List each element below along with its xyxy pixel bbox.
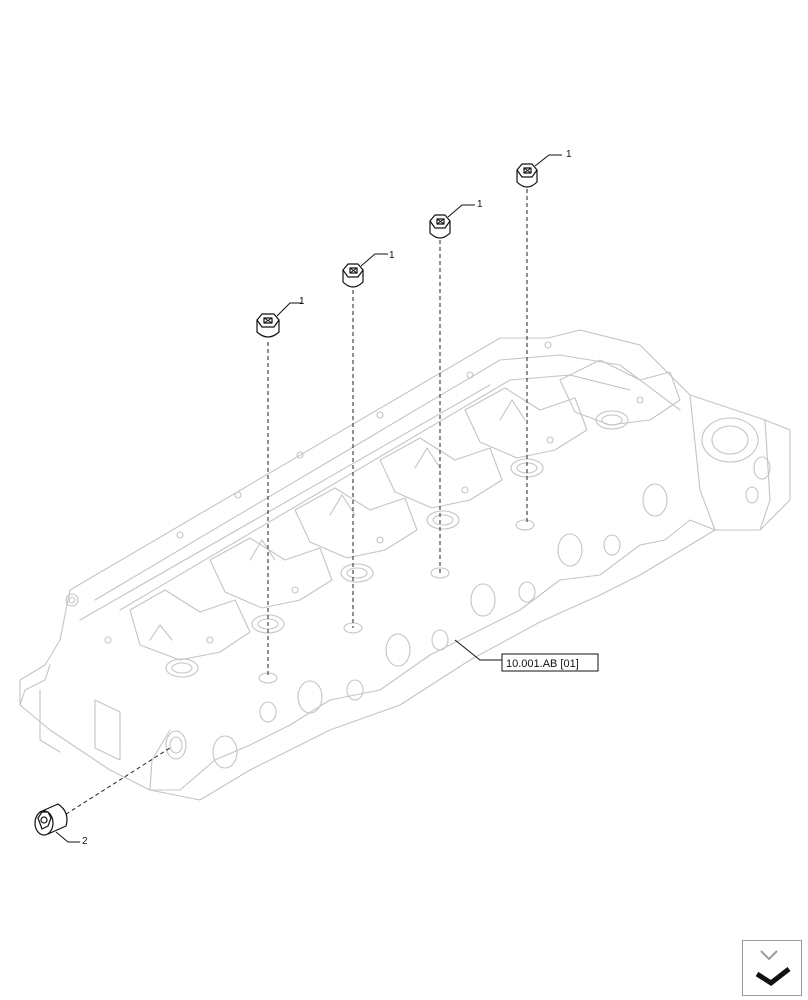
next-page-button[interactable] <box>742 940 802 996</box>
leader-line-1d <box>534 154 562 167</box>
leader-line-1b <box>360 253 388 267</box>
callout-1d: 1 <box>566 149 572 160</box>
reference-leader-line <box>454 639 502 661</box>
installation-lines <box>59 189 528 819</box>
plug-part-1a <box>256 313 280 338</box>
plug-part-1c <box>429 214 451 239</box>
callout-1b: 1 <box>389 250 395 261</box>
callout-1a: 1 <box>299 296 305 307</box>
next-page-arrow-icon <box>755 950 791 987</box>
callout-1c: 1 <box>477 199 483 210</box>
plug-part-2 <box>34 803 68 836</box>
reference-label[interactable]: 10.001.AB [01] <box>506 658 579 670</box>
reference-link[interactable]: 10.001.AB [01] <box>501 653 599 672</box>
leader-line-1c <box>447 204 475 218</box>
leader-line-1a <box>276 302 302 317</box>
callout-2: 2 <box>82 836 88 847</box>
leader-line-2 <box>55 831 80 843</box>
plug-part-1d <box>516 163 538 188</box>
install-line-plug-2 <box>59 747 171 819</box>
cylinder-head-illustration <box>19 329 791 801</box>
reference-box[interactable] <box>501 653 599 672</box>
plug-part-1b <box>342 263 364 288</box>
